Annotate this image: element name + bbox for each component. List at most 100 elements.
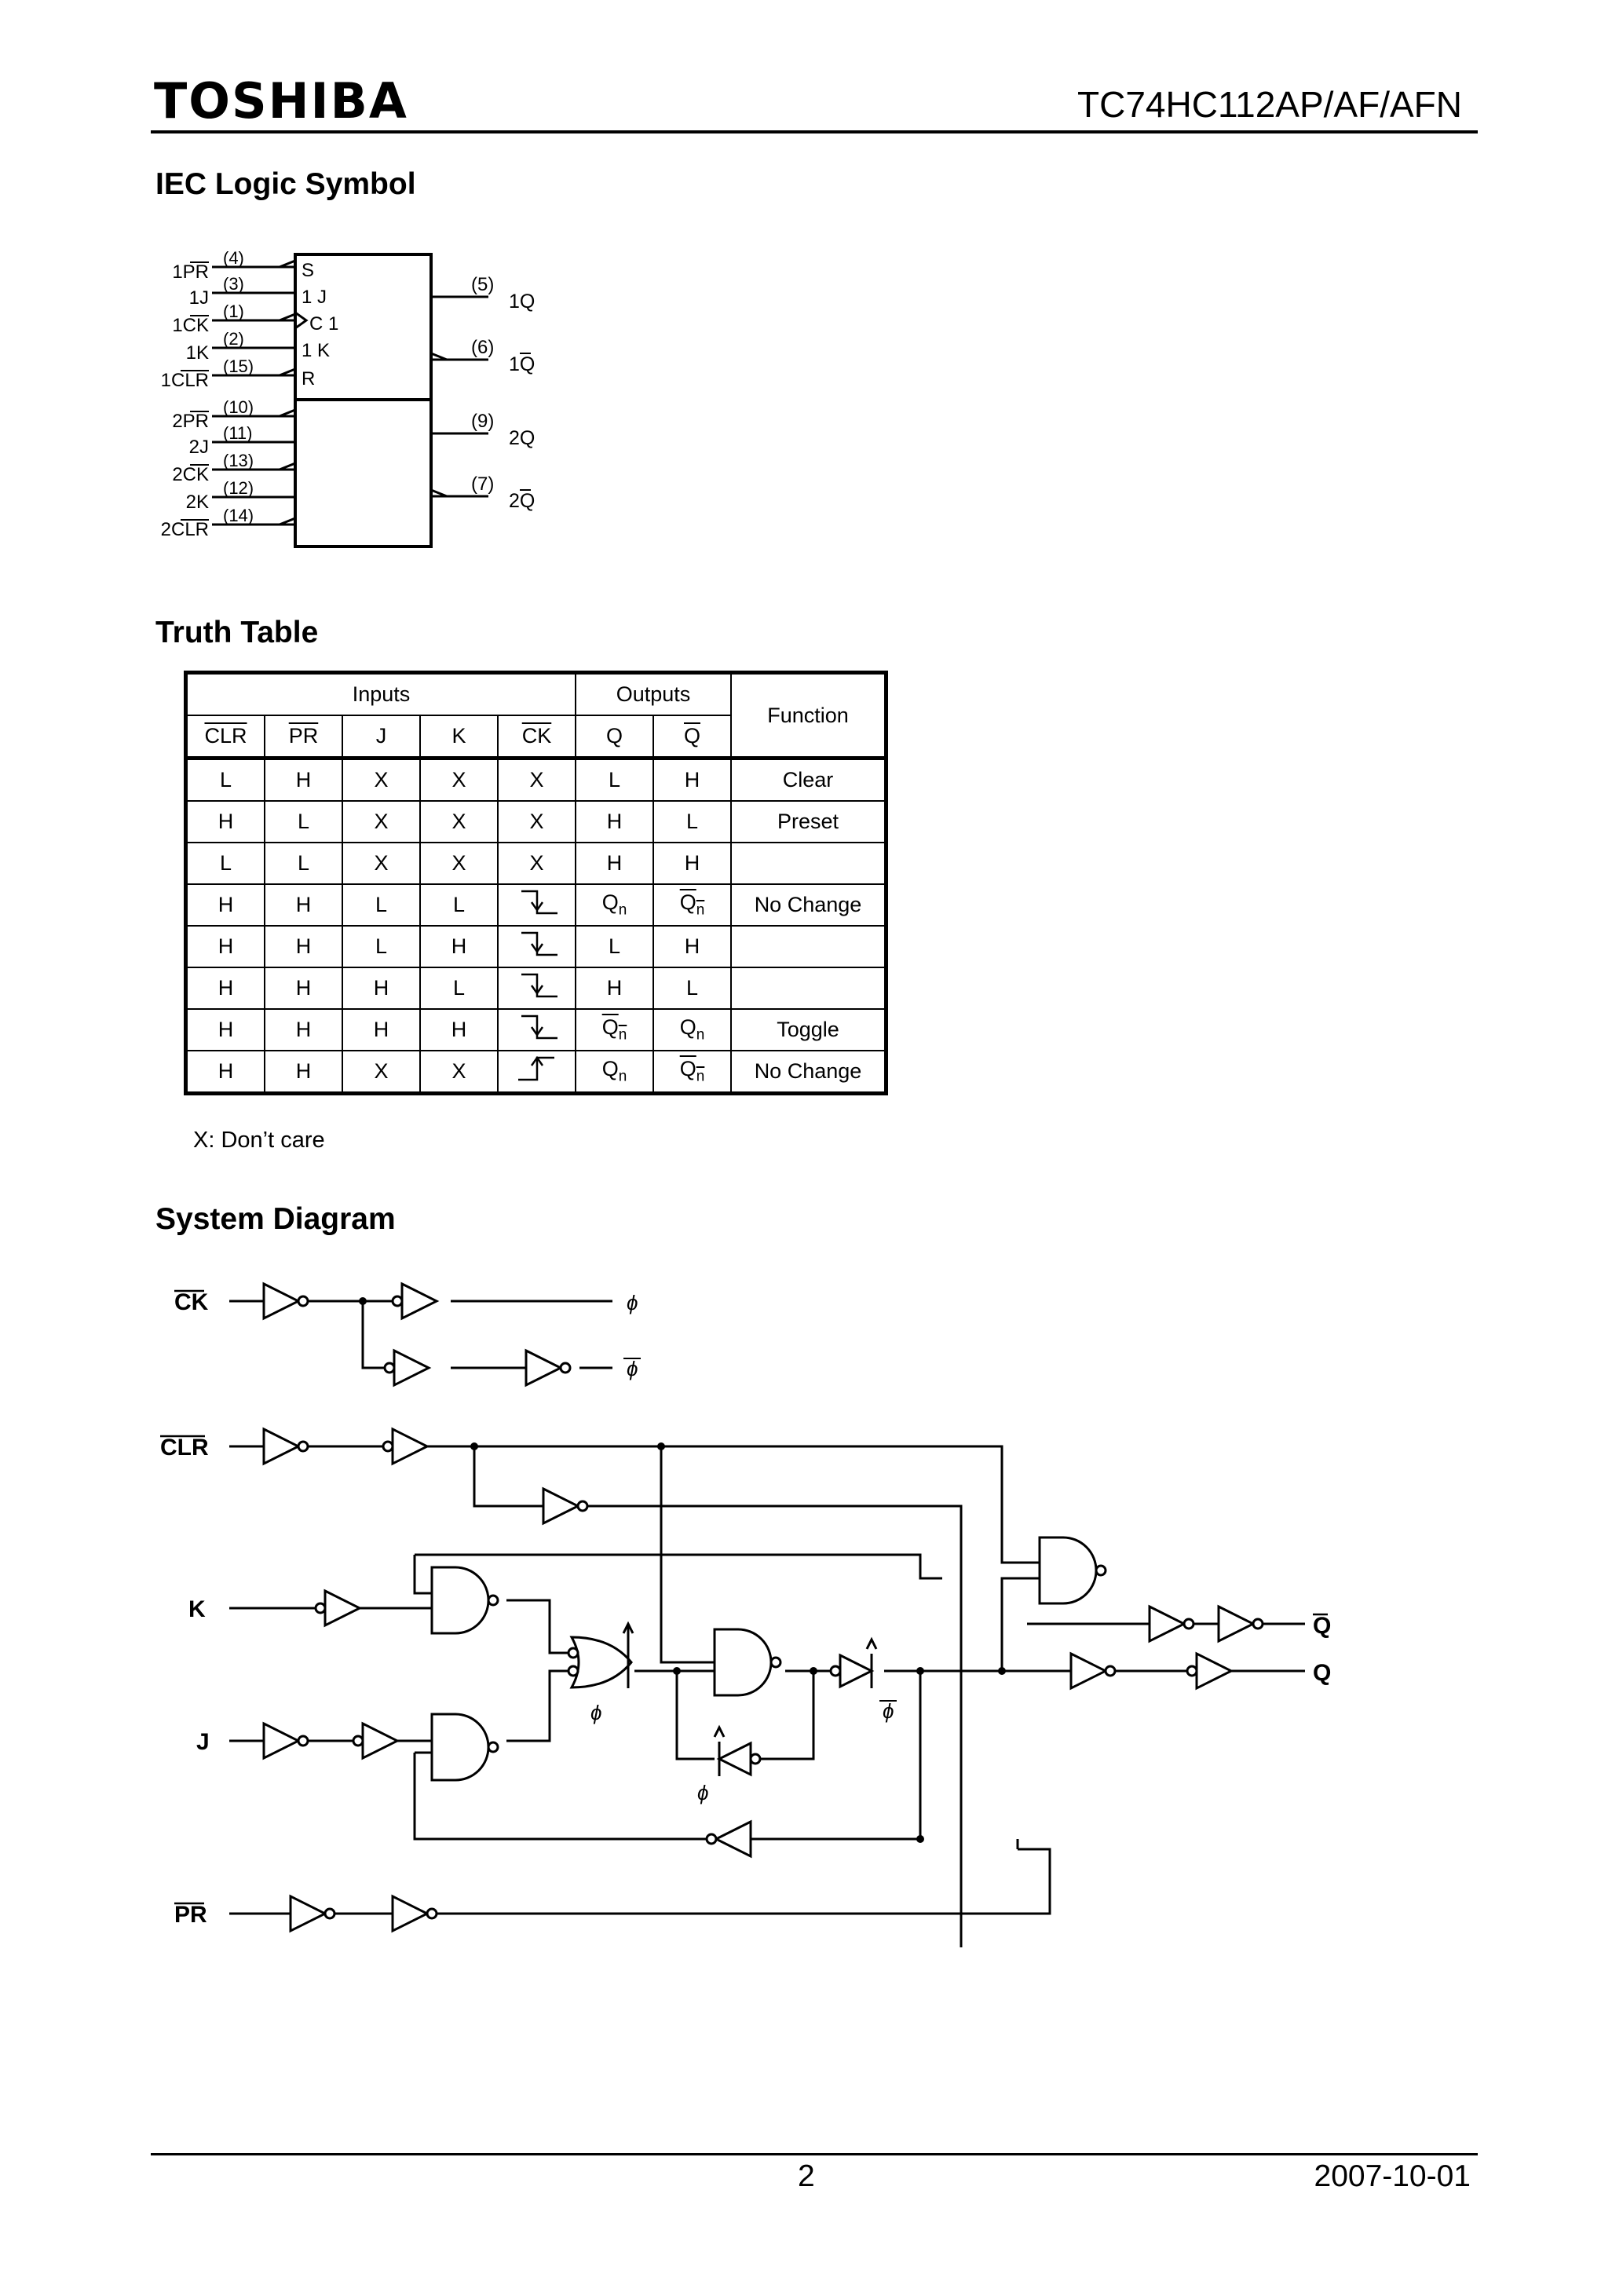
master-nand-gate xyxy=(713,1628,773,1697)
cell-j: H xyxy=(342,967,421,1010)
phi-label: ϕ xyxy=(627,1291,638,1314)
junction-dot xyxy=(673,1667,681,1675)
col-pr: PR xyxy=(288,724,319,748)
section-heading-iec: IEC Logic Symbol xyxy=(155,167,416,201)
function-header: Function xyxy=(730,671,887,759)
iec-output-label: 1Q xyxy=(509,291,535,313)
cell-j: H xyxy=(342,1008,421,1051)
qn-value: Qn xyxy=(601,1015,627,1044)
qn-value: Qn xyxy=(679,890,705,919)
cell-clr: L xyxy=(185,842,265,885)
cell-ck: X xyxy=(497,756,576,802)
truth-table: Inputs Outputs Function CLR PR J K CK Q … xyxy=(184,671,888,1095)
input-nor-gate xyxy=(569,1636,633,1689)
iec-input-label: 1CK xyxy=(172,315,209,336)
iec-output-label: 2Q xyxy=(509,427,535,449)
cell-fn xyxy=(730,967,887,1010)
label-q: Q xyxy=(1313,1660,1331,1686)
cell-qb: L xyxy=(652,800,732,843)
falling-edge-icon xyxy=(521,1015,557,1040)
label-q-bar: Q xyxy=(1313,1613,1331,1639)
cell-pr: H xyxy=(264,1008,343,1051)
iec-input-label: 2CK xyxy=(172,464,209,485)
inverter-bubble xyxy=(1252,1618,1264,1630)
inverter-bubble xyxy=(352,1735,364,1747)
cell-ck xyxy=(497,1050,576,1095)
cell-qb: H xyxy=(652,925,732,968)
cell-fn: No Change xyxy=(730,1050,887,1095)
col-k: K xyxy=(451,724,466,748)
cell-fn: Preset xyxy=(730,800,887,843)
cell-ck xyxy=(497,1008,576,1051)
cell-pr: H xyxy=(264,1050,343,1095)
cell-j: X xyxy=(342,756,421,802)
dont-care-note: X: Don’t care xyxy=(193,1128,325,1153)
cell-qb: Qn xyxy=(652,883,732,927)
iec-input-label: 1J xyxy=(189,287,209,309)
cell-clr: H xyxy=(185,1050,265,1095)
inverter-bubble xyxy=(1104,1665,1117,1677)
inverter-bubble xyxy=(297,1735,309,1747)
cell-j: X xyxy=(342,842,421,885)
rising-edge-icon xyxy=(517,1055,554,1081)
inputs-header: Inputs xyxy=(185,671,576,716)
cell-ck xyxy=(497,925,576,968)
inverter-bubble xyxy=(1183,1618,1195,1630)
cell-q: Qn xyxy=(575,1050,654,1095)
iec-input-pin: (1) xyxy=(223,302,244,321)
feedback-transmission-gate xyxy=(716,1741,752,1777)
qn-value: Qn xyxy=(679,1057,705,1085)
phi-label: ϕ xyxy=(590,1701,601,1724)
cell-j: X xyxy=(342,800,421,843)
iec-logic-symbol: 1PR(4)1J(3)1CK(1)1K(2)1CLR(15)2PR(10)2J(… xyxy=(161,248,535,548)
cell-clr: H xyxy=(185,883,265,927)
cell-q: Qn xyxy=(575,883,654,927)
iec-input-pin: (3) xyxy=(223,274,244,294)
q-inverter-1 xyxy=(1069,1651,1109,1691)
col-clr: CLR xyxy=(204,724,247,748)
label-j: J xyxy=(196,1729,210,1755)
cell-fn: No Change xyxy=(730,883,887,927)
inverter-bubble xyxy=(559,1362,572,1374)
label-ck: CK xyxy=(174,1289,209,1315)
clr-inverter-2 xyxy=(542,1486,581,1526)
iec-box-label: C 1 xyxy=(309,313,338,335)
q-bar-inverter-2 xyxy=(1217,1604,1256,1643)
cell-fn: Toggle xyxy=(730,1008,887,1051)
pr-inverter xyxy=(289,1894,328,1933)
phi-bar-label: ϕ xyxy=(627,1357,638,1380)
label-k: K xyxy=(188,1596,206,1622)
inverter-bubble xyxy=(567,1665,579,1677)
phi-buffer xyxy=(400,1281,440,1321)
iec-input-pin: (12) xyxy=(223,478,254,498)
cell-ck: X xyxy=(497,842,576,885)
inverter-bubble xyxy=(383,1362,396,1374)
junction-dot xyxy=(470,1442,478,1450)
iec-output-pin: (7) xyxy=(471,473,494,495)
iec-input-pin: (13) xyxy=(223,451,254,470)
iec-box-label: 1 J xyxy=(302,287,327,308)
qn-value: Qn xyxy=(601,890,627,919)
col-q-bar: Q xyxy=(683,724,700,748)
inverter-bubble xyxy=(1186,1665,1198,1677)
inverter-bubble xyxy=(426,1907,438,1920)
iec-input-label: 2CLR xyxy=(161,519,209,540)
junction-dot xyxy=(657,1442,665,1450)
falling-edge-icon xyxy=(521,890,557,915)
k-buffer xyxy=(324,1589,363,1628)
cell-pr: H xyxy=(264,925,343,968)
cell-ck xyxy=(497,883,576,927)
outputs-header: Outputs xyxy=(575,671,732,716)
cell-j: L xyxy=(342,925,421,968)
cell-clr: H xyxy=(185,800,265,843)
qn-value: Qn xyxy=(679,1015,705,1044)
iec-box-label: R xyxy=(302,368,315,389)
master-transmission-gate xyxy=(839,1653,875,1689)
cell-j: X xyxy=(342,1050,421,1095)
cell-q: H xyxy=(575,967,654,1010)
cell-q: L xyxy=(575,756,654,802)
inverter-bubble xyxy=(382,1440,394,1453)
iec-input-pin: (4) xyxy=(223,248,244,268)
